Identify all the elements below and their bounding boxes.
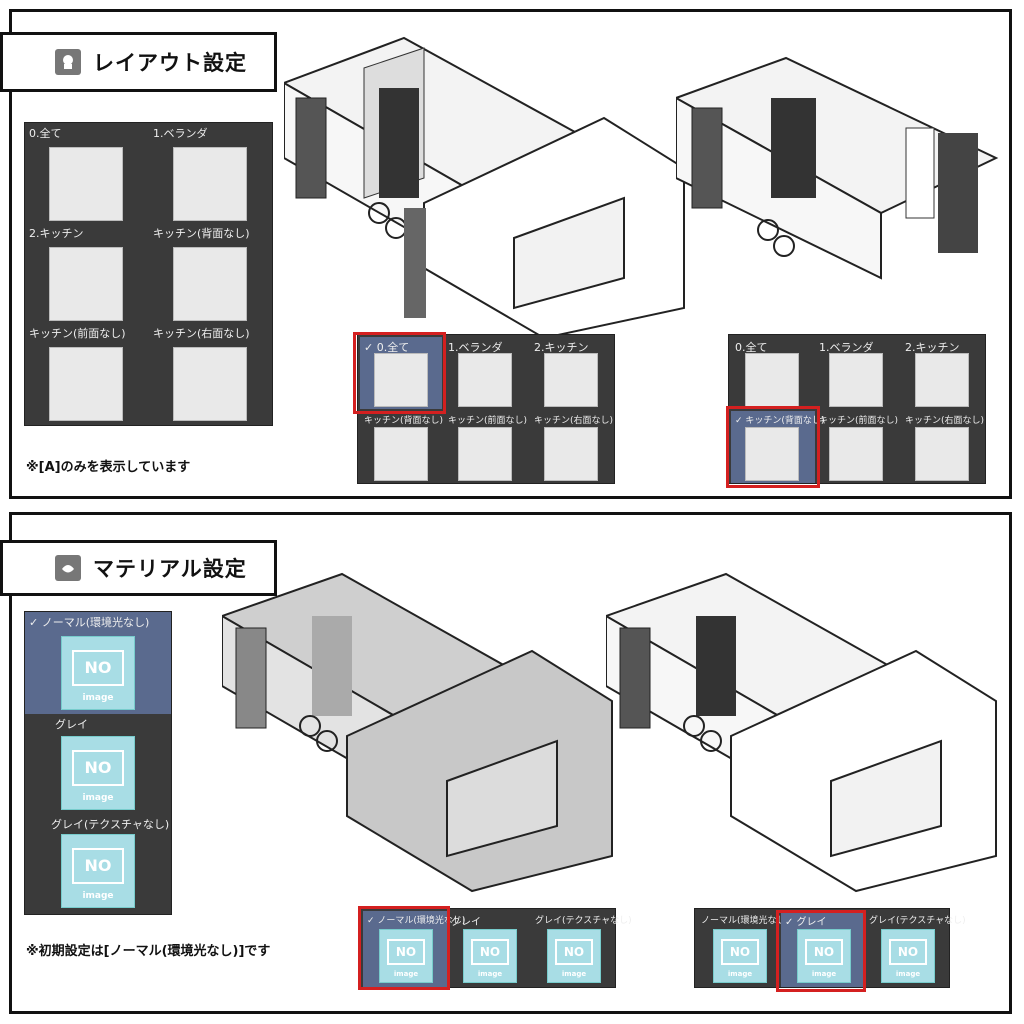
no-image-placeholder: NO image — [61, 834, 135, 908]
layout-bar-left-all[interactable]: ✓ 0.全て — [360, 337, 442, 409]
layout-icon — [55, 49, 81, 75]
material-icon — [55, 555, 81, 581]
layout-bar-right: 0.全て 1.ベランダ 2.キッチン ✓ キッチン(背面なし) キッチン(前面な… — [728, 334, 986, 484]
layout-bar-left-kitchen-noback[interactable]: キッチン(背面なし) — [360, 411, 444, 483]
no-image-placeholder: NO image — [547, 929, 601, 983]
layout-option-kitchen-nofront[interactable]: キッチン(前面なし) — [25, 323, 149, 423]
highlight-layout-kitchen-noback — [726, 406, 820, 488]
layout-bar-right-kitchen-noback[interactable]: ✓ キッチン(背面なし) — [731, 411, 824, 483]
material-bar-right: ノーマル(環境光なし) NO image ✓ グレイ NO image グレイ(… — [694, 908, 966, 988]
layout-options-panel: 0.全て 1.ベランダ 2.キッチン キッチン(背面なし) キッチン(前面なし)… — [24, 122, 273, 426]
no-image-placeholder: NO image — [797, 929, 851, 983]
layout-bar-right-kitchen-nofront[interactable]: キッチン(前面なし) — [815, 411, 899, 483]
layout-bar-left-kitchen-noright[interactable]: キッチン(右面なし) — [530, 411, 614, 483]
material-bar-left: ✓ ノーマル(環境光なし) NO image グレイ NO image グレイ(… — [360, 908, 632, 988]
room-render-normal — [606, 572, 997, 893]
highlight-layout-all — [353, 332, 446, 414]
layout-bar-left-kitchen[interactable]: 2.キッチン — [530, 337, 614, 409]
material-bar-right-gray[interactable]: ✓ グレイ NO image — [781, 911, 865, 987]
no-image-placeholder: NO image — [881, 929, 935, 983]
material-option-gray-notexture[interactable]: グレイ(テクスチャなし) NO image — [25, 814, 171, 914]
no-image-placeholder: NO image — [379, 929, 433, 983]
material-title: マテリアル設定 — [93, 557, 247, 581]
room-render-all — [284, 36, 685, 340]
layout-title-box: レイアウト設定 — [0, 32, 277, 92]
layout-bar-right-kitchen-noright[interactable]: キッチン(右面なし) — [901, 411, 985, 483]
material-title-box: マテリアル設定 — [0, 540, 277, 596]
material-option-normal[interactable]: ✓ ノーマル(環境光なし) NO image — [25, 612, 171, 714]
no-image-placeholder: NO image — [61, 736, 135, 810]
material-note: ※初期設定は[ノーマル(環境光なし)]です — [26, 944, 271, 959]
material-bar-left-gray[interactable]: グレイ NO image — [447, 911, 531, 987]
material-bar-right-normal[interactable]: ノーマル(環境光なし) NO image — [697, 911, 789, 987]
highlight-material-normal — [358, 906, 450, 990]
no-image-placeholder: NO image — [463, 929, 517, 983]
no-image-placeholder: NO image — [61, 636, 135, 710]
layout-option-kitchen-noback[interactable]: キッチン(背面なし) — [149, 223, 273, 323]
no-image-placeholder: NO image — [713, 929, 767, 983]
layout-option-kitchen-noright[interactable]: キッチン(右面なし) — [149, 323, 273, 423]
room-render-gray — [222, 572, 613, 893]
layout-option-kitchen[interactable]: 2.キッチン — [25, 223, 149, 323]
layout-bar-right-veranda[interactable]: 1.ベランダ — [815, 337, 899, 409]
material-option-gray[interactable]: グレイ NO image — [25, 714, 171, 814]
layout-note: ※[A]のみを表示しています — [26, 460, 191, 475]
layout-bar-right-kitchen[interactable]: 2.キッチン — [901, 337, 985, 409]
layout-bar-right-all[interactable]: 0.全て — [731, 337, 815, 409]
room-render-kitchen-noback — [676, 56, 999, 280]
layout-bar-left-veranda[interactable]: 1.ベランダ — [444, 337, 528, 409]
layout-bar-left: ✓ 0.全て 1.ベランダ 2.キッチン キッチン(背面なし) キッチン(前面な… — [357, 334, 615, 484]
highlight-material-gray — [776, 910, 866, 992]
material-bar-left-gray-notexture[interactable]: グレイ(テクスチャなし) NO image — [531, 911, 632, 987]
material-bar-left-normal[interactable]: ✓ ノーマル(環境光なし) NO image — [363, 911, 465, 987]
layout-title: レイアウト設定 — [93, 51, 247, 75]
material-bar-right-gray-notexture[interactable]: グレイ(テクスチャなし) NO image — [865, 911, 966, 987]
layout-option-all[interactable]: 0.全て — [25, 123, 149, 223]
layout-bar-left-kitchen-nofront[interactable]: キッチン(前面なし) — [444, 411, 528, 483]
material-options-panel: ✓ ノーマル(環境光なし) NO image グレイ NO image グレイ(… — [24, 611, 172, 915]
layout-option-veranda[interactable]: 1.ベランダ — [149, 123, 273, 223]
